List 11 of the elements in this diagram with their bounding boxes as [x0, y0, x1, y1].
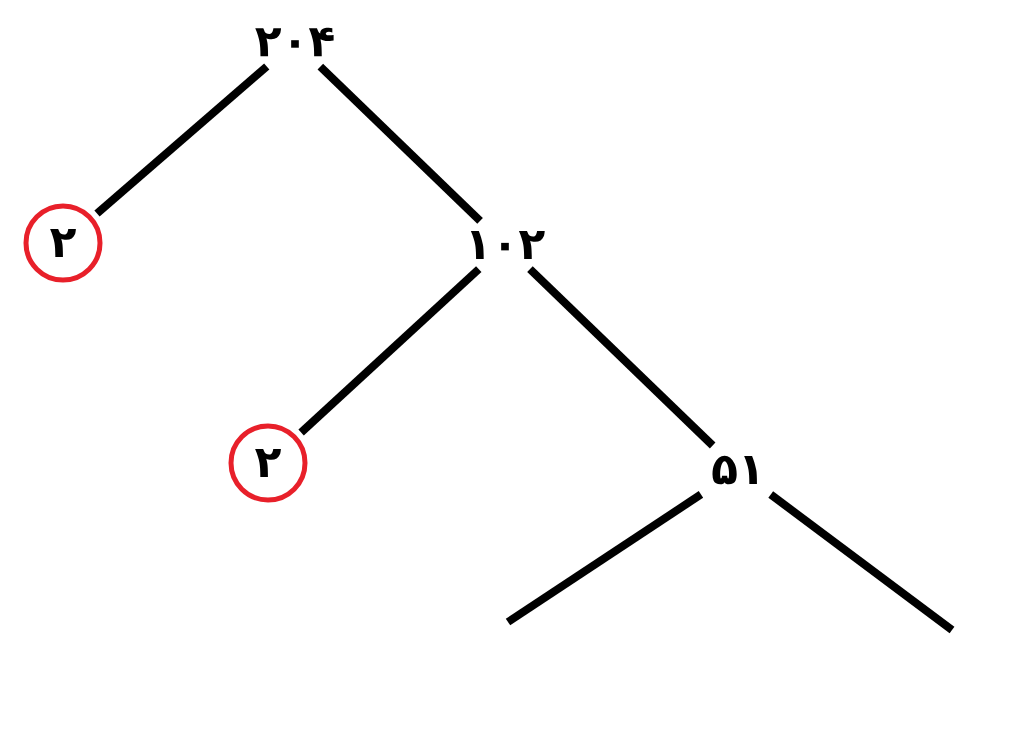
number-label: ۲۰۴ — [255, 27, 334, 57]
circled-number: ۲ — [23, 203, 103, 283]
branch-line — [527, 266, 716, 449]
number-label: ۱۰۲ — [470, 231, 545, 259]
branch-line — [768, 491, 955, 634]
number-label: ۵۱ — [712, 455, 757, 485]
branch-line — [298, 266, 482, 436]
branch-line — [94, 63, 270, 217]
circled-number: ۲ — [228, 423, 308, 503]
branch-line — [317, 63, 483, 224]
branch-line — [505, 491, 704, 626]
